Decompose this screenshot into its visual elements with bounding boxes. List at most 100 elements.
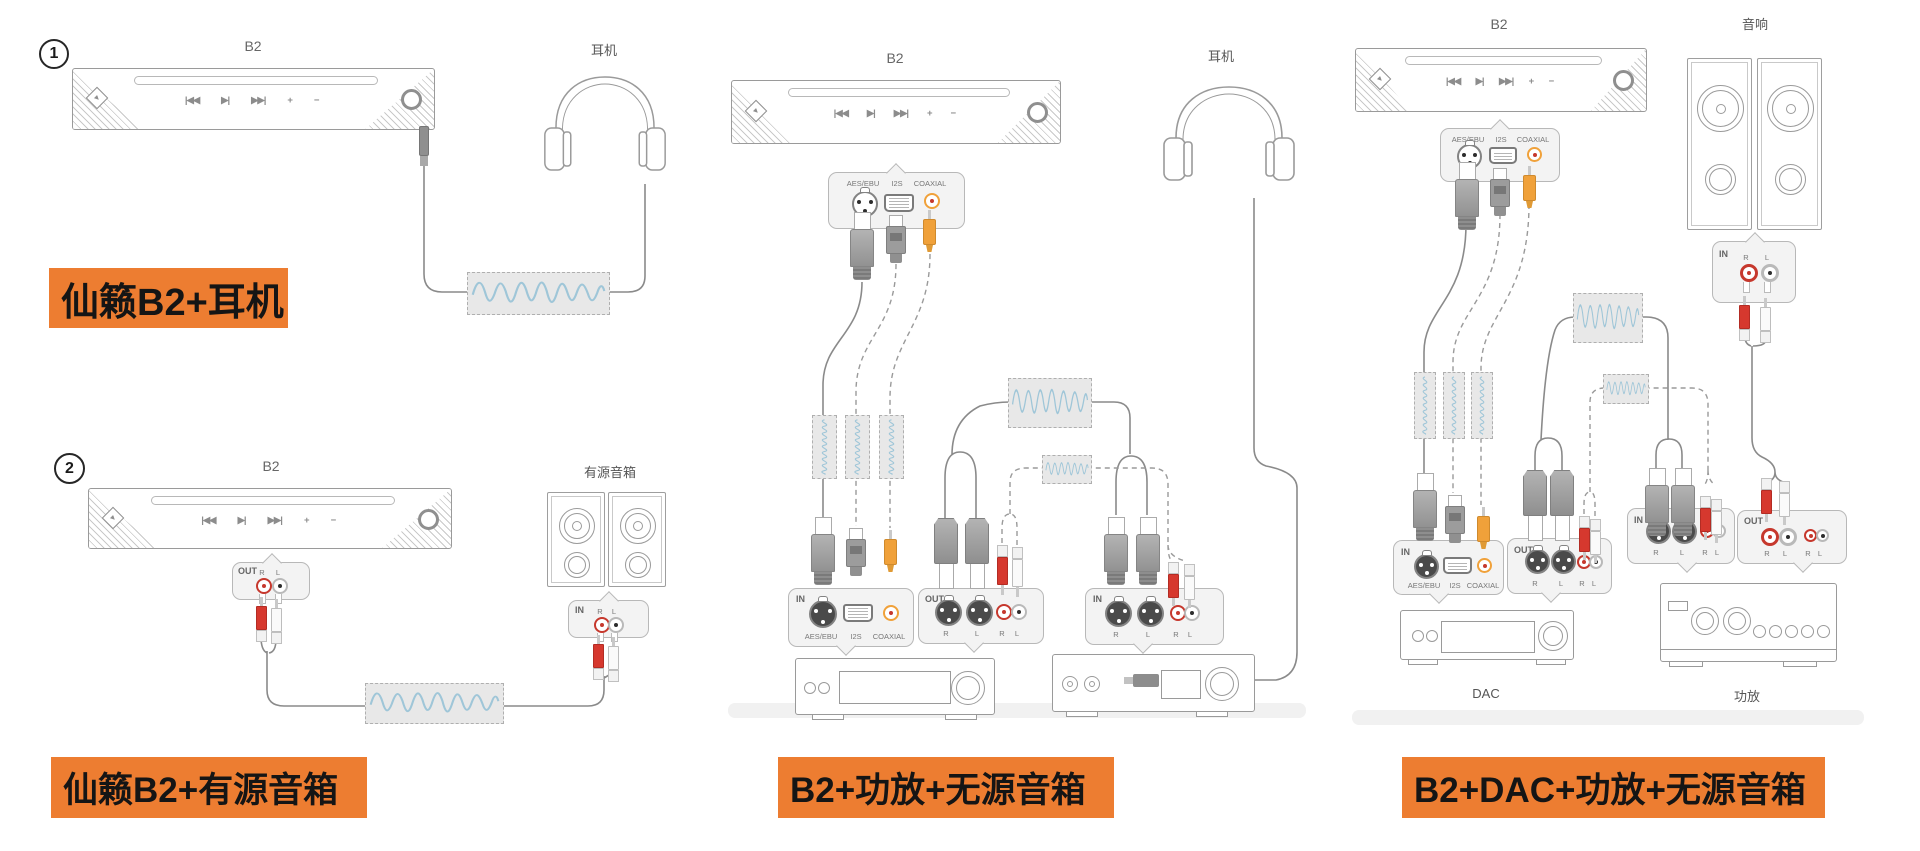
xlr-plug-icon	[811, 517, 835, 585]
r-label: R	[259, 568, 265, 577]
xlr-male-plug-icon	[1550, 470, 1574, 541]
speaker-icon	[547, 492, 605, 587]
tweeter-icon	[1705, 164, 1736, 195]
headamp-in-callout: IN R L R L	[1085, 588, 1224, 654]
caption-4: B2+DAC+功放+无源音箱	[1402, 757, 1825, 818]
in-label: IN	[1719, 249, 1728, 259]
coaxial-plug-icon	[923, 210, 936, 252]
r-label: R	[943, 629, 949, 638]
section-2-number: 2	[54, 453, 85, 484]
l-label: L	[1817, 549, 1823, 558]
b2-title: B2	[244, 38, 262, 54]
rca-plug-white-icon	[1590, 519, 1601, 563]
headphone-title: 耳机	[1207, 49, 1235, 64]
poweramp-out-callout: OUT R L R L	[1737, 510, 1847, 573]
dac-device	[1400, 610, 1574, 660]
amp-out-callout: OUT R L R L	[918, 588, 1044, 653]
rca-plug-red-icon	[593, 635, 604, 680]
out-label: OUT	[1514, 545, 1533, 555]
shadow-strip	[1352, 710, 1864, 725]
coaxial-label: COAXIAL	[872, 632, 906, 641]
b2-transport-controls: |◀◀ ▶| ▶▶| + −	[201, 514, 336, 526]
rca-plug-white-icon	[1711, 499, 1722, 543]
i2s-label: I2S	[1495, 135, 1507, 144]
speaker-icon	[1757, 58, 1822, 230]
play-pause-icon: ▶|	[1475, 76, 1485, 88]
xlr-port-l-icon	[1551, 549, 1576, 574]
r-label: R	[1113, 630, 1119, 639]
r-label: R	[1173, 630, 1179, 639]
i2s-plug-icon	[886, 215, 906, 263]
l-label: L	[1782, 549, 1788, 558]
volume-down-icon: −	[313, 95, 319, 107]
waveform-box-vertical	[845, 415, 870, 479]
volume-knob-icon	[951, 671, 985, 705]
caption-3: B2+功放+无源音箱	[778, 757, 1114, 818]
waveform-box-small	[1603, 374, 1649, 404]
i2s-port-icon	[1489, 147, 1517, 164]
rca-plug-red-icon	[997, 545, 1008, 595]
cable-dashed	[855, 263, 897, 526]
xlr-port-l-icon	[1137, 600, 1164, 627]
xlr-male-plug-icon	[1523, 470, 1547, 541]
r-label: R	[1702, 548, 1708, 557]
rca-port-l-icon	[1761, 264, 1779, 282]
out-label: OUT	[925, 594, 944, 604]
b2-device: |◀◀ ▶| ▶▶| + −	[1355, 48, 1647, 112]
coaxial-plug-icon	[1477, 507, 1490, 549]
cable-dashed	[1452, 213, 1501, 493]
r-label: R	[999, 629, 1005, 638]
xlr-port-r-icon	[1105, 600, 1132, 627]
headphone-jack-icon	[418, 508, 439, 530]
b2-transport-controls: |◀◀ ▶| ▶▶| + −	[185, 95, 319, 106]
rca-port-r-icon	[594, 617, 610, 633]
waveform-box-vertical	[1414, 372, 1436, 439]
coaxial-label: COAXIAL	[913, 179, 947, 188]
i2s-label: I2S	[1449, 581, 1461, 590]
waveform-box-vertical	[1471, 372, 1493, 439]
display-window	[839, 671, 951, 704]
rca-port-l-icon	[1816, 529, 1829, 542]
waveform-box-vertical	[879, 415, 904, 479]
waveform-box-small	[1042, 455, 1092, 484]
rca-plug-white-icon	[608, 637, 619, 682]
tweeter-icon	[564, 552, 590, 578]
rca-plug-red-icon	[1761, 478, 1772, 522]
waveform-box	[365, 683, 504, 724]
in-label: IN	[1093, 594, 1102, 604]
rca-plug-red-icon	[1579, 516, 1590, 560]
display-window	[1441, 621, 1535, 653]
in-label: IN	[796, 594, 805, 604]
amp-in-callout: IN AES/EBU I2S COAXIAL	[788, 588, 914, 656]
coaxial-port-icon	[924, 193, 940, 209]
rca-plug-white-icon	[271, 599, 282, 644]
rca-port-r-icon	[256, 578, 272, 594]
volume-up-icon: +	[926, 108, 932, 120]
i2s-port-icon	[884, 194, 914, 212]
rca-plug-red-icon	[1700, 496, 1711, 540]
next-icon: ▶▶|	[893, 108, 909, 120]
b2-title: B2	[262, 458, 280, 474]
xlr-port-r-icon	[1525, 549, 1550, 574]
b2-device: |◀◀ ▶| ▶▶| + −	[72, 68, 435, 130]
play-pause-icon: ▶|	[237, 514, 247, 526]
next-icon: ▶▶|	[1498, 76, 1514, 88]
display-slot	[787, 88, 1010, 98]
jack-plug-icon	[419, 126, 429, 166]
xlr-plug-icon	[1455, 162, 1479, 230]
i2s-plug-icon	[1490, 168, 1510, 216]
l-label: L	[275, 568, 281, 577]
prev-icon: |◀◀	[201, 514, 216, 526]
display-slot	[134, 76, 379, 86]
caption-2: 仙籁B2+有源音箱	[51, 757, 367, 818]
l-label: L	[1679, 548, 1685, 557]
speaker-title: 音响	[1741, 17, 1769, 32]
volume-down-icon: −	[1548, 76, 1554, 88]
coaxial-label: COAXIAL	[1516, 135, 1550, 144]
l-label: L	[1764, 253, 1770, 262]
headphone-jack-icon	[401, 89, 422, 110]
xlr-plug-icon	[850, 212, 874, 280]
cable	[822, 281, 863, 518]
xlr-plug-icon	[1645, 468, 1669, 536]
